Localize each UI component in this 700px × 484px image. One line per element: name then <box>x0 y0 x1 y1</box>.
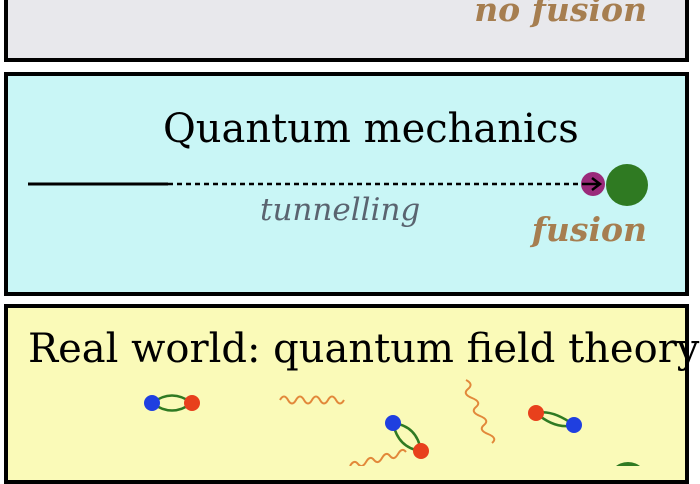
classical-panel: no fusion <box>4 0 689 62</box>
projectile-arrow <box>582 177 603 191</box>
particle-pair-2 <box>385 415 429 459</box>
fusion-label: fusion <box>531 210 647 249</box>
quantum-mechanics-panel: Quantum mechanics tunnelling fusion <box>4 72 689 296</box>
wavy-photon-2 <box>464 379 496 444</box>
quantum-field-theory-panel: Real world: quantum field theory <box>4 304 699 484</box>
particle-pair-1 <box>144 394 200 412</box>
quantum-field-theory-title: Real world: quantum field theory <box>28 326 700 372</box>
no-fusion-label: no fusion <box>474 0 647 29</box>
wavy-photon-3 <box>349 448 407 466</box>
target-nucleus <box>606 164 648 206</box>
tunnelling-caption: tunnelling <box>260 192 421 228</box>
wavy-photon-1 <box>279 395 345 405</box>
particle-pair-3 <box>528 405 582 433</box>
quantum-mechanics-title: Quantum mechanics <box>163 106 579 152</box>
diagram-graphics <box>28 164 648 466</box>
bottom-nucleus <box>616 462 640 466</box>
